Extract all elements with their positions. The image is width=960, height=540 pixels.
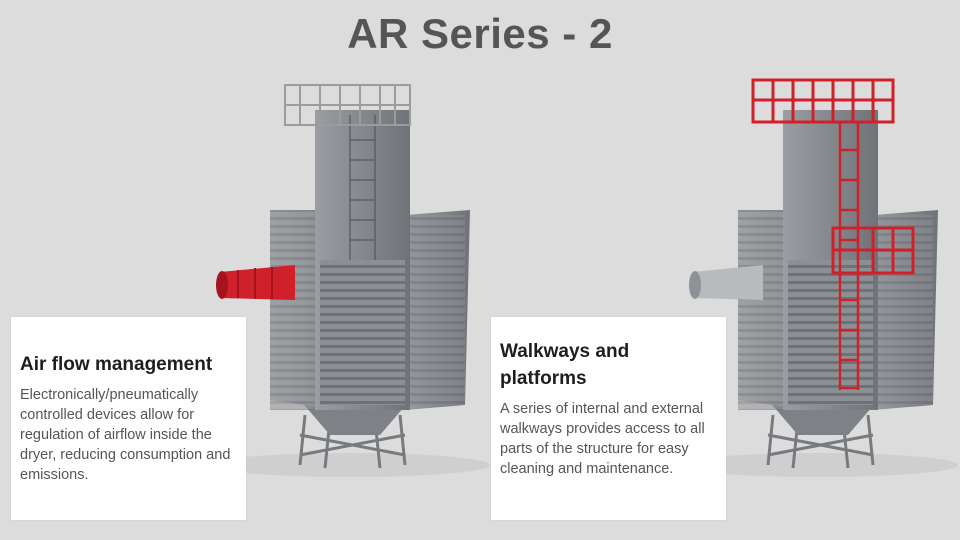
slat-section: [320, 260, 405, 405]
airflow-heading: Air flow management: [20, 354, 213, 375]
support-legs: [298, 414, 407, 469]
airflow-description: Electronically/pneumatically controlled …: [20, 387, 231, 483]
dryer-airflow-illustration: [210, 84, 490, 477]
walkways-highlight: [751, 78, 915, 390]
mid-platform: [831, 226, 915, 275]
air-duct-gray: [689, 265, 763, 300]
air-duct-highlight: [216, 265, 295, 300]
ladder: [838, 122, 860, 390]
walkways-description: A series of internal and external walkwa…: [500, 401, 705, 477]
top-railing: [284, 84, 411, 126]
airflow-card: Air flow management Electronically/pneum…: [11, 317, 246, 520]
walkways-heading: Walkways and platforms: [500, 341, 630, 389]
walkways-card: Walkways and platforms A series of inter…: [491, 317, 726, 520]
slide-title: AR Series - 2: [347, 10, 613, 57]
dryer-walkways-illustration: [678, 78, 958, 477]
